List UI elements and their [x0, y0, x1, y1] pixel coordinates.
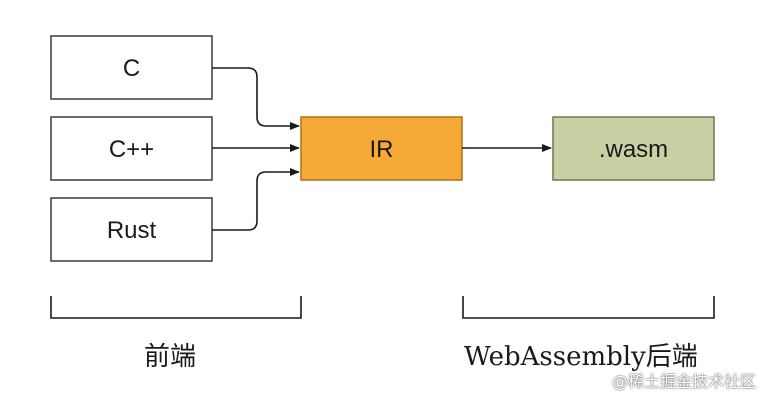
arrow-rust-to-ir: [212, 168, 300, 231]
node-c-label: C: [123, 55, 140, 82]
node-wasm-box: [552, 116, 715, 181]
node-rust-label: Rust: [107, 217, 157, 244]
arrow-c-to-ir: [212, 67, 300, 130]
node-cpp-box: [50, 116, 213, 181]
node-c-box: [50, 35, 213, 100]
node-rust: Rust: [50, 197, 213, 262]
node-cpp: C++: [50, 116, 213, 181]
node-cpp-label: C++: [109, 136, 154, 163]
node-rust-box: [50, 197, 213, 262]
node-ir-label: IR: [370, 136, 394, 163]
node-wasm-label: .wasm: [599, 136, 668, 163]
bracket-backend: [462, 296, 715, 319]
node-wasm: .wasm: [552, 116, 715, 181]
group-label-frontend: 前端: [144, 342, 197, 372]
bracket-frontend: [50, 296, 302, 319]
group-label-backend: WebAssembly后端: [464, 342, 698, 372]
watermark-text: @稀土掘金技术社区: [611, 372, 756, 391]
node-ir: IR: [300, 116, 463, 181]
node-c: C: [50, 35, 213, 100]
node-ir-box: [300, 116, 463, 181]
